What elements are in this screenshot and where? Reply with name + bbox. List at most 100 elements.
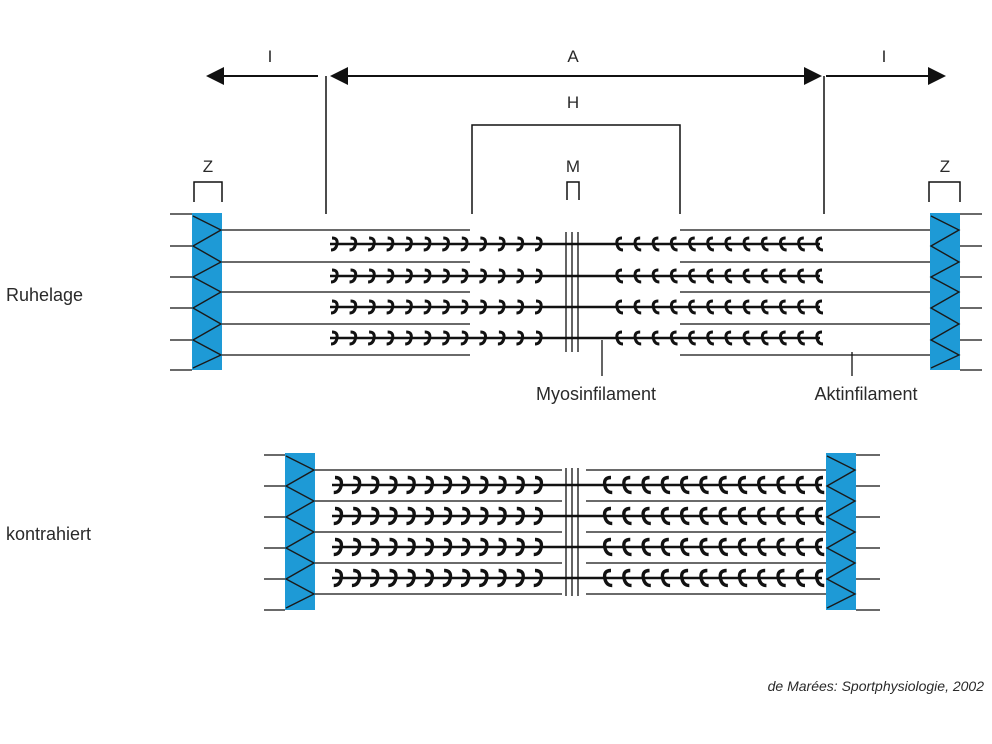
i-band-right-arrowhead xyxy=(928,67,946,85)
myosin-head xyxy=(776,568,786,588)
myosin-head xyxy=(699,537,709,557)
myosin-head xyxy=(679,537,690,557)
myosin-head xyxy=(405,299,413,315)
myosin-head xyxy=(405,330,413,346)
myosin-head xyxy=(479,475,489,495)
myosin-head xyxy=(795,475,806,495)
myosin-head xyxy=(351,537,362,557)
myosin-head xyxy=(479,268,488,284)
myosin-head xyxy=(388,506,398,526)
myosin-head xyxy=(460,268,469,284)
myosin-head xyxy=(757,537,767,557)
myosin-head xyxy=(669,236,678,252)
myosin-head xyxy=(423,299,432,315)
myosin-head xyxy=(724,330,733,346)
myosin-head xyxy=(797,236,805,252)
myosin-head xyxy=(386,236,395,252)
m-line-label: M xyxy=(566,157,580,176)
myosin-head xyxy=(367,236,376,252)
myosin-head xyxy=(533,475,544,495)
z-disc xyxy=(192,213,222,370)
myosin-head xyxy=(622,475,632,495)
myosin-head xyxy=(386,268,395,284)
z-line-right-label: Z xyxy=(940,157,950,176)
myosin-head xyxy=(351,568,362,588)
myosin-head xyxy=(424,475,435,495)
citation: de Marées: Sportphysiologie, 2002 xyxy=(768,678,985,694)
myosin-head xyxy=(497,299,506,315)
myosin-head xyxy=(515,475,525,495)
myosin-head xyxy=(760,299,769,315)
myosin-head xyxy=(497,236,506,252)
myosin-head xyxy=(406,475,416,495)
myosin-head xyxy=(330,330,339,346)
myosin-head xyxy=(406,537,416,557)
myosin-head xyxy=(442,236,450,252)
z-disc-zigzag xyxy=(191,215,223,369)
myosin-head xyxy=(330,268,339,284)
myosin-head xyxy=(388,537,398,557)
myosin-head xyxy=(660,568,671,588)
rest-sarcomere xyxy=(170,213,982,371)
myosin-head xyxy=(388,568,398,588)
myosin-head xyxy=(479,236,488,252)
z-disc xyxy=(826,453,856,610)
myosin-head xyxy=(760,330,769,346)
myosin-head xyxy=(615,299,624,315)
a-band-arrowhead-right xyxy=(804,67,822,85)
myosin-head xyxy=(351,475,362,495)
myosin-head xyxy=(815,299,824,315)
myosin-head xyxy=(442,537,453,557)
z-disc xyxy=(930,213,960,370)
myosin-head xyxy=(615,236,624,252)
myosin-head xyxy=(688,268,696,284)
myosin-head xyxy=(633,236,642,252)
myosin-head xyxy=(602,506,613,526)
myosin-head xyxy=(423,330,432,346)
myosin-head xyxy=(386,299,395,315)
myosin-head xyxy=(760,236,769,252)
myosin-head xyxy=(633,299,642,315)
myosin-head xyxy=(706,330,715,346)
myosin-head xyxy=(369,537,380,557)
myosin-head xyxy=(424,537,435,557)
myosin-head xyxy=(797,330,805,346)
myosin-head xyxy=(351,506,362,526)
myosin-head xyxy=(405,268,413,284)
myosin-head xyxy=(718,568,729,588)
myosin-head xyxy=(737,537,748,557)
actin-filament-label: Aktinfilament xyxy=(814,384,917,404)
myosin-head xyxy=(534,236,543,252)
h-zone-label: H xyxy=(567,93,579,112)
myosin-head xyxy=(333,568,344,588)
myosin-head xyxy=(479,506,489,526)
myosin-head xyxy=(349,236,358,252)
myosin-head xyxy=(718,537,729,557)
z-line-left-bracket xyxy=(193,181,223,202)
h-zone-bracket xyxy=(471,124,681,214)
myosin-head xyxy=(651,268,660,284)
myosin-head xyxy=(622,506,632,526)
myosin-head xyxy=(442,299,450,315)
myosin-head xyxy=(815,236,824,252)
myosin-head xyxy=(424,568,435,588)
myosin-head xyxy=(497,268,506,284)
myosin-head xyxy=(795,506,806,526)
myosin-head xyxy=(423,236,432,252)
myosin-head xyxy=(706,299,715,315)
myosin-head xyxy=(622,537,632,557)
myosin-head xyxy=(497,506,507,526)
a-band-arrowhead-left xyxy=(330,67,348,85)
myosin-head xyxy=(515,506,525,526)
myosin-head xyxy=(533,537,544,557)
myosin-head xyxy=(778,330,787,346)
myosin-head xyxy=(330,236,339,252)
myosin-head xyxy=(497,537,507,557)
myosin-head xyxy=(742,268,751,284)
myosin-head xyxy=(814,475,825,495)
myosin-head xyxy=(367,268,376,284)
myosin-head xyxy=(776,506,786,526)
myosin-head xyxy=(460,475,471,495)
myosin-head xyxy=(333,537,344,557)
myosin-head xyxy=(442,268,450,284)
